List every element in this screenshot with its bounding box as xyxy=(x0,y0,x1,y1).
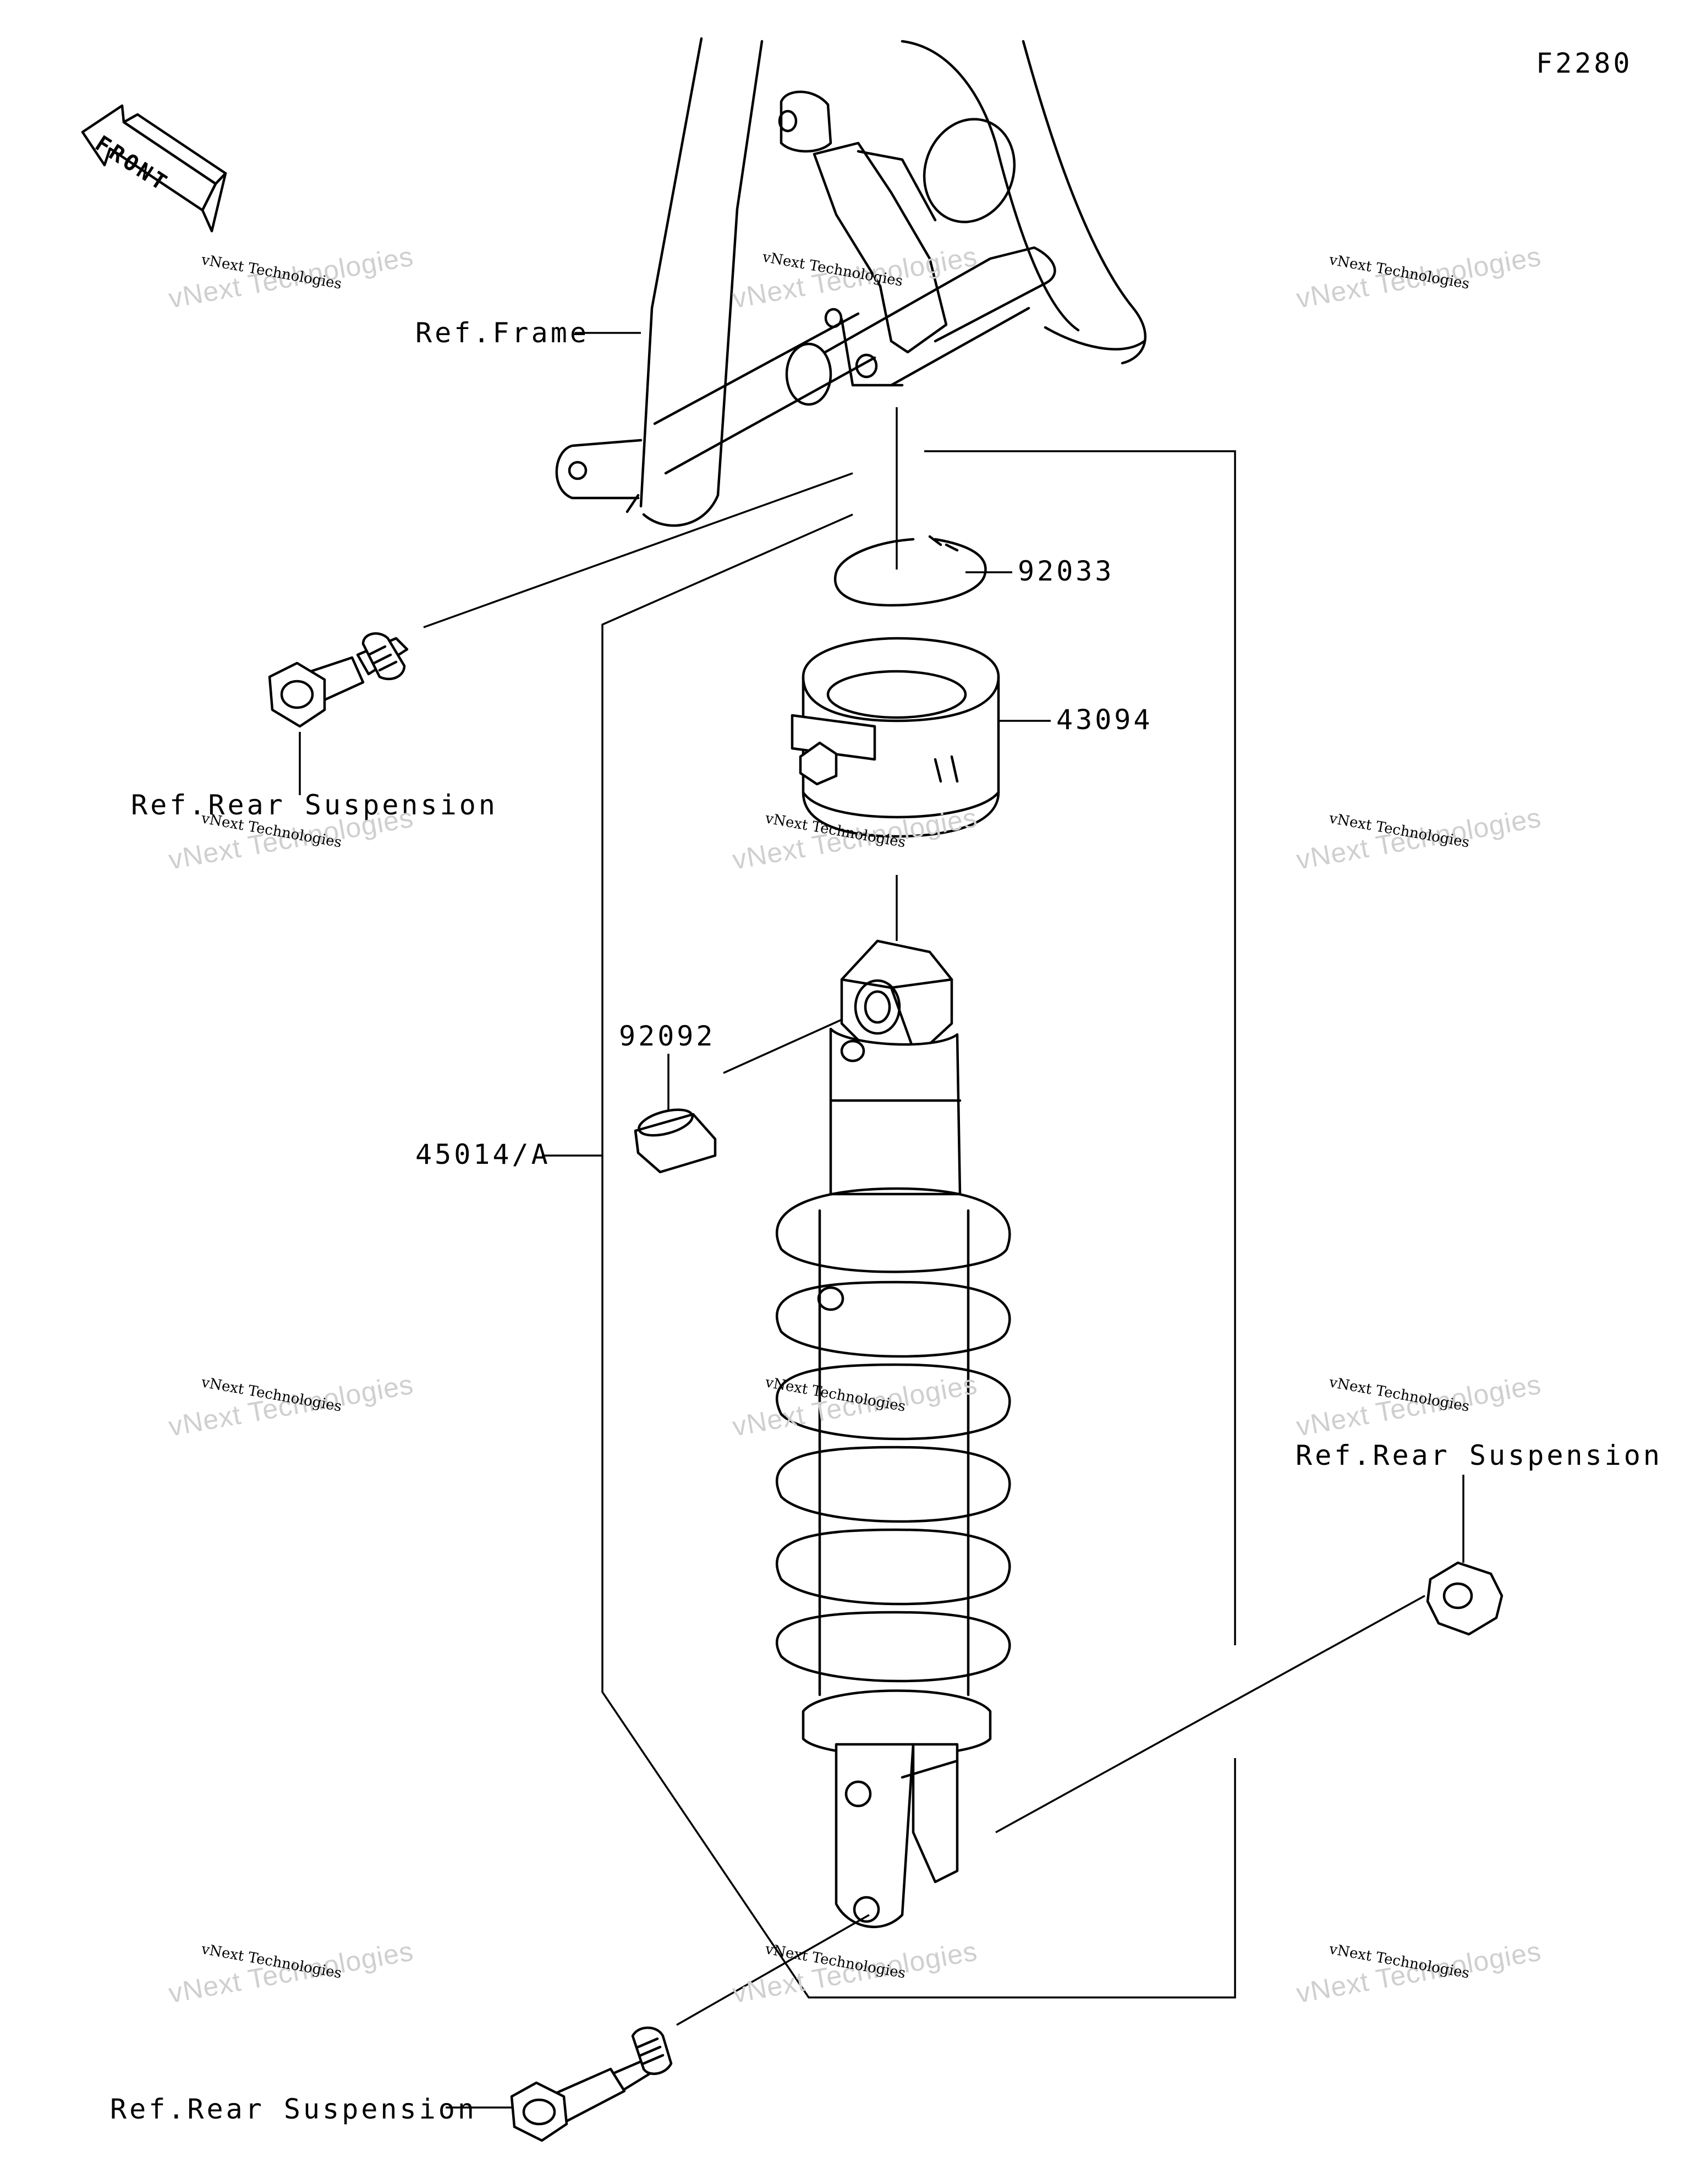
collar-drawing xyxy=(634,1108,717,1174)
watermark-r3c2: vNext Technologies vNext Technologies xyxy=(730,1369,980,1442)
label-ref-rear-suspension-nut[interactable]: Ref.Rear Suspension xyxy=(1296,1439,1662,1471)
watermark-r1c1: vNext Technologies vNext Technologies xyxy=(166,240,416,314)
frame-drawing xyxy=(555,37,1147,527)
snap-ring-drawing xyxy=(834,535,987,607)
spring-adjuster-drawing xyxy=(791,637,1000,838)
leader-collar-to-eye xyxy=(723,1009,864,1074)
leader-assembly-bracket xyxy=(601,450,1236,1999)
lower-mount-bolt-drawing xyxy=(510,2026,673,2142)
label-spring-adjuster[interactable]: 43094 xyxy=(1056,704,1153,736)
watermark-r4c1: vNext Technologies vNext Technologies xyxy=(166,1935,416,2008)
upper-mount-bolt-drawing xyxy=(268,632,409,728)
watermark-r3c1: vNext Technologies vNext Technologies xyxy=(166,1369,416,1442)
label-snap-ring[interactable]: 92033 xyxy=(1018,555,1115,587)
shock-absorber-drawing xyxy=(776,939,1011,1929)
front-arrow-icon: FRONT xyxy=(81,104,227,233)
watermark-r1c2: vNext Technologies vNext Technologies xyxy=(730,240,980,314)
watermark-r3c3: vNext Technologies vNext Technologies xyxy=(1294,1369,1544,1442)
leader-lower-bolt xyxy=(676,1914,870,2026)
label-ref-rear-suspension-lower-bolt[interactable]: Ref.Rear Suspension xyxy=(110,2093,477,2125)
watermark-r1c3: vNext Technologies vNext Technologies xyxy=(1294,240,1544,314)
watermark-r4c3: vNext Technologies vNext Technologies xyxy=(1294,1935,1544,2008)
label-ref-rear-suspension-upper-bolt[interactable]: Ref.Rear Suspension xyxy=(131,789,498,821)
figure-code: F2280 xyxy=(1536,47,1633,79)
label-ref-frame[interactable]: Ref.Frame xyxy=(415,317,589,349)
watermark-r2c3: vNext Technologies vNext Technologies xyxy=(1294,802,1544,875)
label-shock-absorber[interactable]: 45014/A xyxy=(415,1138,551,1170)
leader-nut xyxy=(995,1595,1425,1833)
leader-upper-bolt xyxy=(423,472,853,628)
lower-nut-drawing xyxy=(1426,1561,1504,1636)
label-collar[interactable]: 92092 xyxy=(619,1020,716,1052)
